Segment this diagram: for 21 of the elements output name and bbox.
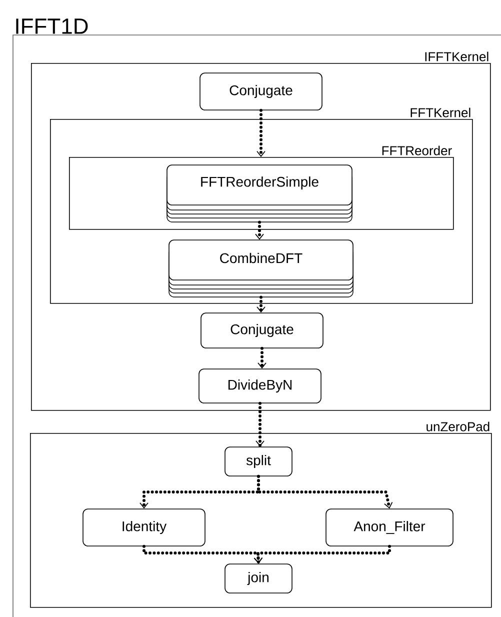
arrow bbox=[256, 108, 266, 158]
arrow bbox=[256, 402, 264, 447]
process-box: Anon_Filter bbox=[326, 508, 454, 546]
arrow bbox=[257, 474, 393, 509]
process-box: split bbox=[224, 446, 292, 476]
group-label: FFTKernel bbox=[410, 108, 470, 118]
arrow bbox=[254, 544, 391, 564]
group-label: unZeroPad bbox=[426, 422, 490, 432]
group-label: FFTReorder bbox=[382, 146, 452, 156]
arrow bbox=[256, 296, 266, 313]
stacked-box: CombineDFT bbox=[168, 240, 354, 298]
process-box: Conjugate bbox=[200, 72, 322, 110]
process-box: Conjugate bbox=[200, 312, 324, 348]
process-box: DivideByN bbox=[198, 368, 322, 404]
process-box: join bbox=[224, 564, 292, 594]
process-box: Identity bbox=[82, 508, 206, 546]
arrow bbox=[258, 346, 266, 369]
group-label: IFFTKernel bbox=[425, 52, 488, 62]
group-label: IFFT1D bbox=[16, 18, 88, 34]
stacked-box: FFTReorderSimple bbox=[166, 164, 352, 222]
arrow bbox=[255, 220, 264, 240]
